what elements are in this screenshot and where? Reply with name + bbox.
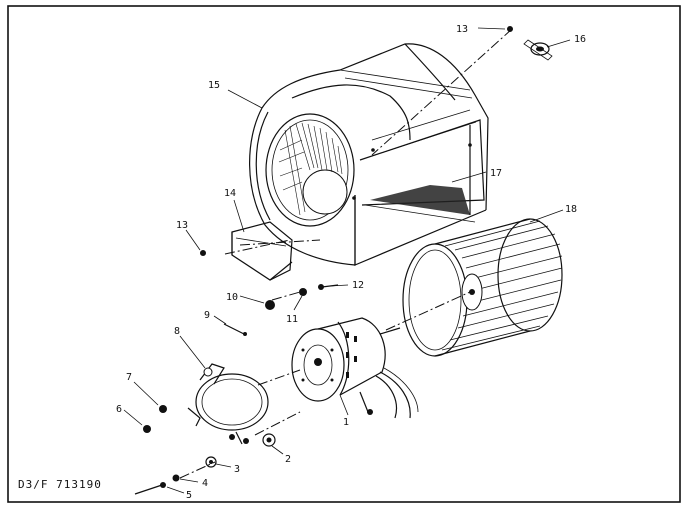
label-18: 18 [565, 204, 577, 215]
assembly-lines [179, 28, 513, 479]
label-14: 14 [224, 188, 236, 199]
label-12: 12 [352, 280, 364, 291]
label-6: 6 [116, 404, 122, 415]
label-1: 1 [343, 417, 349, 428]
leader-lines [123, 27, 571, 494]
label-16: 16 [574, 34, 586, 45]
diagram-caption: D3/F 713190 [18, 478, 102, 491]
label-11: 11 [286, 314, 298, 325]
label-9: 9 [204, 310, 210, 321]
label-3: 3 [234, 464, 240, 475]
label-8: 8 [174, 326, 180, 337]
blower-motor [291, 317, 419, 419]
label-4: 4 [202, 478, 208, 489]
label-2: 2 [285, 454, 291, 465]
label-13-left: 13 [176, 220, 188, 231]
label-7: 7 [126, 372, 132, 383]
label-13-top: 13 [456, 24, 468, 35]
part-labels: 13 16 15 17 18 14 13 10 12 11 9 8 7 6 1 … [116, 24, 586, 501]
mounting-bracket [231, 221, 293, 281]
label-15: 15 [208, 80, 220, 91]
label-17: 17 [490, 168, 502, 179]
label-10: 10 [226, 292, 238, 303]
diagram-border [7, 5, 681, 503]
hardware-parts [134, 26, 553, 495]
motor-mount-band [187, 363, 269, 445]
blower-housing [249, 43, 489, 266]
label-5: 5 [186, 490, 192, 501]
blower-wheel [402, 218, 563, 357]
